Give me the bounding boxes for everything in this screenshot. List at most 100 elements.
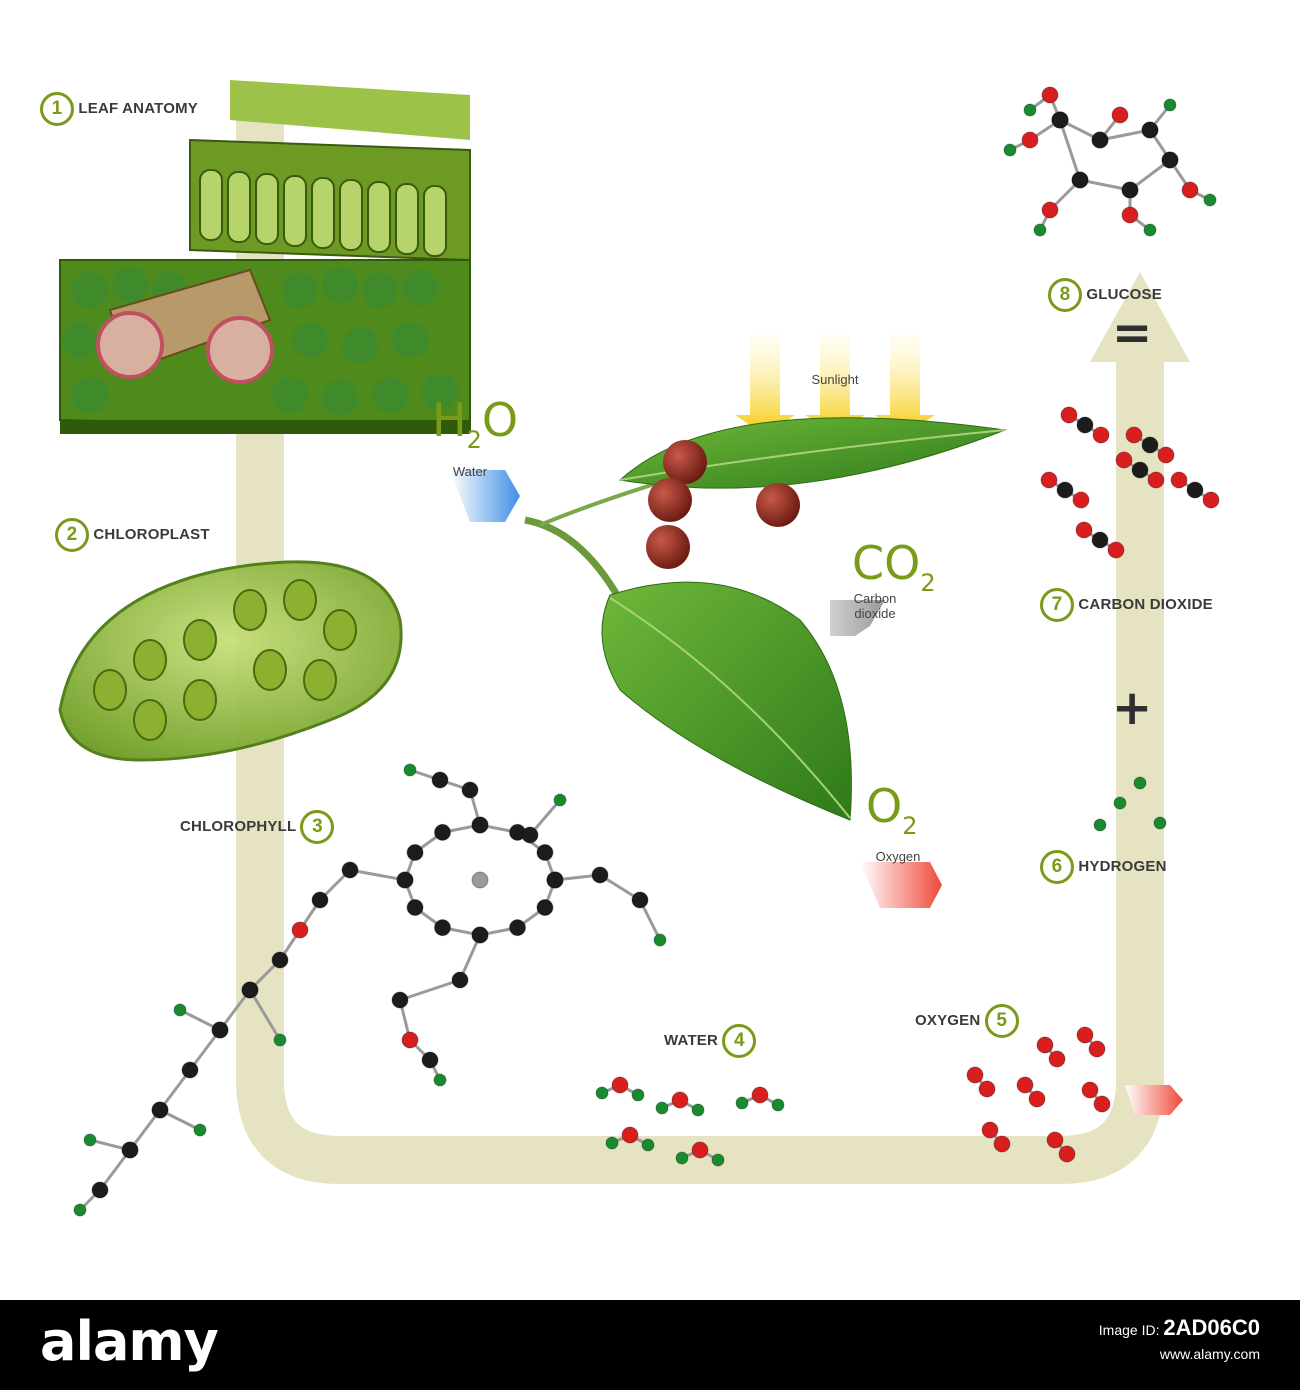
atom-o bbox=[1060, 406, 1078, 424]
atom-c bbox=[434, 823, 451, 841]
hydrogen-atoms bbox=[1093, 776, 1167, 832]
atom-o bbox=[1040, 471, 1058, 489]
atom-o bbox=[691, 1141, 709, 1159]
footer-site: www.alamy.com bbox=[1159, 1346, 1260, 1362]
atom-h bbox=[1023, 103, 1037, 117]
atom-c bbox=[396, 871, 414, 889]
label-water: WATER 4 bbox=[664, 1024, 757, 1058]
atom-o bbox=[981, 1121, 999, 1139]
atom-c bbox=[181, 1061, 199, 1079]
step-number-2: 2 bbox=[55, 518, 89, 552]
o2-caption: Oxygen bbox=[875, 849, 921, 864]
atom-c bbox=[341, 861, 359, 879]
atom-o bbox=[1121, 206, 1139, 224]
atom-c bbox=[471, 816, 489, 834]
plant-branch bbox=[524, 417, 1007, 821]
atom-h bbox=[605, 1136, 619, 1150]
atom-h bbox=[1203, 193, 1217, 207]
atom-h bbox=[433, 1073, 447, 1087]
atom-c bbox=[391, 991, 409, 1009]
atom-o bbox=[1093, 1095, 1111, 1113]
atom-o bbox=[978, 1080, 996, 1098]
atom-c bbox=[461, 781, 479, 799]
atom-o bbox=[1088, 1040, 1106, 1058]
atom-c bbox=[241, 981, 259, 999]
atom-h bbox=[595, 1086, 609, 1100]
atom-h bbox=[771, 1098, 785, 1112]
bond bbox=[399, 978, 461, 1002]
atom-o bbox=[1058, 1145, 1076, 1163]
atom-c bbox=[1051, 111, 1069, 129]
atom-o bbox=[1076, 1026, 1094, 1044]
label-carbon-dioxide: 7 CARBON DIOXIDE bbox=[1040, 588, 1213, 622]
atom-c bbox=[1091, 131, 1109, 149]
atom-o bbox=[1170, 471, 1188, 489]
chloroplast-illustration bbox=[58, 560, 403, 762]
atom-c bbox=[451, 971, 469, 989]
atom-o bbox=[1115, 451, 1133, 469]
atom-o bbox=[1147, 471, 1165, 489]
atom-c bbox=[471, 926, 489, 944]
atom-o bbox=[1046, 1131, 1064, 1149]
bond bbox=[218, 989, 252, 1031]
step-number-1: 1 bbox=[40, 92, 74, 126]
atom-o bbox=[751, 1086, 769, 1104]
hydrogen-text: HYDROGEN bbox=[1078, 857, 1167, 875]
atom-o bbox=[1072, 491, 1090, 509]
label-chlorophyll: CHLOROPHYLL 3 bbox=[180, 810, 335, 844]
sunlight-caption: Sunlight bbox=[811, 372, 859, 387]
atom-h bbox=[553, 793, 567, 807]
atom-o bbox=[1202, 491, 1220, 509]
atom-o bbox=[291, 921, 309, 939]
atom-o bbox=[993, 1135, 1011, 1153]
h2o-formula: H2O bbox=[432, 393, 519, 454]
atom-c bbox=[509, 919, 526, 937]
atom-h bbox=[73, 1203, 87, 1217]
atom-h bbox=[403, 763, 417, 777]
bond bbox=[1099, 128, 1151, 142]
carbon-dioxide-text: CARBON DIOXIDE bbox=[1078, 595, 1213, 613]
flow-path bbox=[236, 100, 1164, 1184]
leaf-anatomy-illustration bbox=[59, 80, 471, 434]
atom-h bbox=[1113, 796, 1127, 810]
plus-sign: + bbox=[1112, 680, 1153, 736]
atom-h bbox=[655, 1101, 669, 1115]
leaf-anatomy-text: LEAF ANATOMY bbox=[78, 99, 198, 117]
bond bbox=[158, 1069, 192, 1111]
atom-c bbox=[521, 826, 539, 844]
atom-h bbox=[1133, 776, 1147, 790]
glucose-text: GLUCOSE bbox=[1086, 285, 1162, 303]
atom-m bbox=[471, 871, 489, 889]
oxygen-text: OXYGEN bbox=[915, 1011, 981, 1029]
o2-arrow bbox=[860, 862, 942, 908]
atom-c bbox=[91, 1181, 109, 1199]
bond bbox=[349, 868, 406, 882]
atom-c bbox=[1161, 151, 1179, 169]
atom-o bbox=[1125, 426, 1143, 444]
atom-o bbox=[1041, 201, 1059, 219]
lower-leaf bbox=[601, 581, 852, 821]
atom-h bbox=[1003, 143, 1017, 157]
footer-meta: Image ID: 2AD06C0 www.alamy.com bbox=[1099, 1316, 1260, 1366]
atom-h bbox=[173, 1003, 187, 1017]
atom-o bbox=[1092, 426, 1110, 444]
atom-h bbox=[273, 1033, 287, 1047]
atom-c bbox=[631, 891, 649, 909]
atom-c bbox=[536, 899, 554, 916]
step-number-6: 6 bbox=[1040, 850, 1074, 884]
flow-arrow-head bbox=[1090, 272, 1190, 362]
atom-c bbox=[1091, 531, 1109, 549]
stock-footer: alamy Image ID: 2AD06C0 www.alamy.com bbox=[0, 1300, 1300, 1390]
atom-c bbox=[1056, 481, 1074, 499]
image-id: 2AD06C0 bbox=[1163, 1315, 1260, 1340]
atom-o bbox=[621, 1126, 639, 1144]
atom-o bbox=[1075, 521, 1093, 539]
atom-o bbox=[611, 1076, 629, 1094]
atom-h bbox=[641, 1138, 655, 1152]
label-glucose: 8 GLUCOSE bbox=[1048, 278, 1162, 312]
atom-h bbox=[1163, 98, 1177, 112]
bond bbox=[1129, 158, 1171, 192]
bond bbox=[188, 1029, 222, 1071]
label-leaf-anatomy: 1 LEAF ANATOMY bbox=[40, 92, 198, 126]
water-caption: Water bbox=[452, 464, 488, 479]
